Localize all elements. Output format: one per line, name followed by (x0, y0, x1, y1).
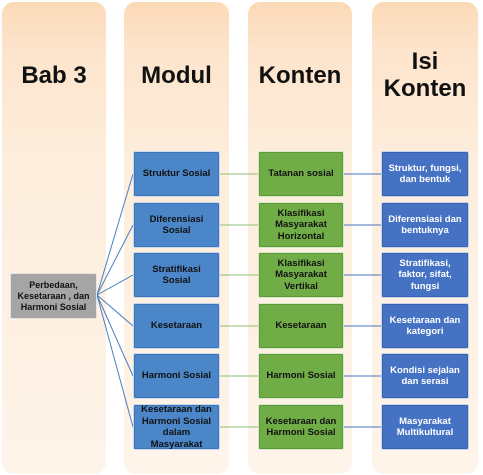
isi-node-3: Stratifikasi, faktor, sifat, fungsi (381, 252, 469, 298)
konten-node-1: Tatanan sosial (258, 151, 344, 197)
root-node: Perbedaan, Kesetaraan , dan Harmoni Sosi… (10, 273, 97, 319)
konten-node-2: Klasifikasi Masyarakat Horizontal (258, 202, 344, 248)
konten-node-5: Harmoni Sosial (258, 353, 344, 399)
connector-root-1 (96, 173, 134, 296)
column-header-isi-konten: Isi Konten (372, 48, 478, 102)
connector-root-5 (96, 294, 134, 377)
konten-isi-connectors (344, 173, 381, 428)
isi-node-2: Diferensiasi dan bentuknya (381, 202, 469, 248)
column-header-konten: Konten (258, 62, 342, 89)
modul-node-5: Harmoni Sosial (133, 353, 220, 399)
column-bab: Bab 3 (2, 2, 106, 474)
column-header-isi-line2: Konten (383, 75, 467, 102)
connector-root-3 (96, 274, 134, 296)
modul-node-4: Kesetaraan (133, 303, 220, 349)
konten-node-3: Klasifikasi Masyarakat Vertikal (258, 252, 344, 298)
connector-root-6 (96, 294, 134, 428)
column-header-modul: Modul (141, 62, 212, 89)
isi-node-1: Struktur, fungsi, dan bentuk (381, 151, 469, 197)
modul-node-3: Stratifikasi Sosial (133, 252, 220, 298)
modul-node-1: Struktur Sosial (133, 151, 220, 197)
connector-root-4 (96, 294, 134, 327)
isi-node-6: Masyarakat Multikultural (381, 404, 469, 450)
column-header-bab: Bab 3 (21, 62, 87, 89)
root-connectors (96, 173, 134, 428)
isi-node-4: Kesetaraan dan kategori (381, 303, 469, 349)
modul-node-2: Diferensiasi Sosial (133, 202, 220, 248)
konten-node-4: Kesetaraan (258, 303, 344, 349)
connector-root-2 (96, 224, 134, 296)
modul-konten-connectors (220, 173, 258, 428)
modul-node-6: Kesetaraan dan Harmoni Sosial dalam Masy… (133, 404, 220, 450)
isi-node-5: Kondisi sejalan dan serasi (381, 353, 469, 399)
konten-node-6: Kesetaraan dan Harmoni Sosial (258, 404, 344, 450)
column-header-isi-line1: Isi (411, 48, 439, 75)
